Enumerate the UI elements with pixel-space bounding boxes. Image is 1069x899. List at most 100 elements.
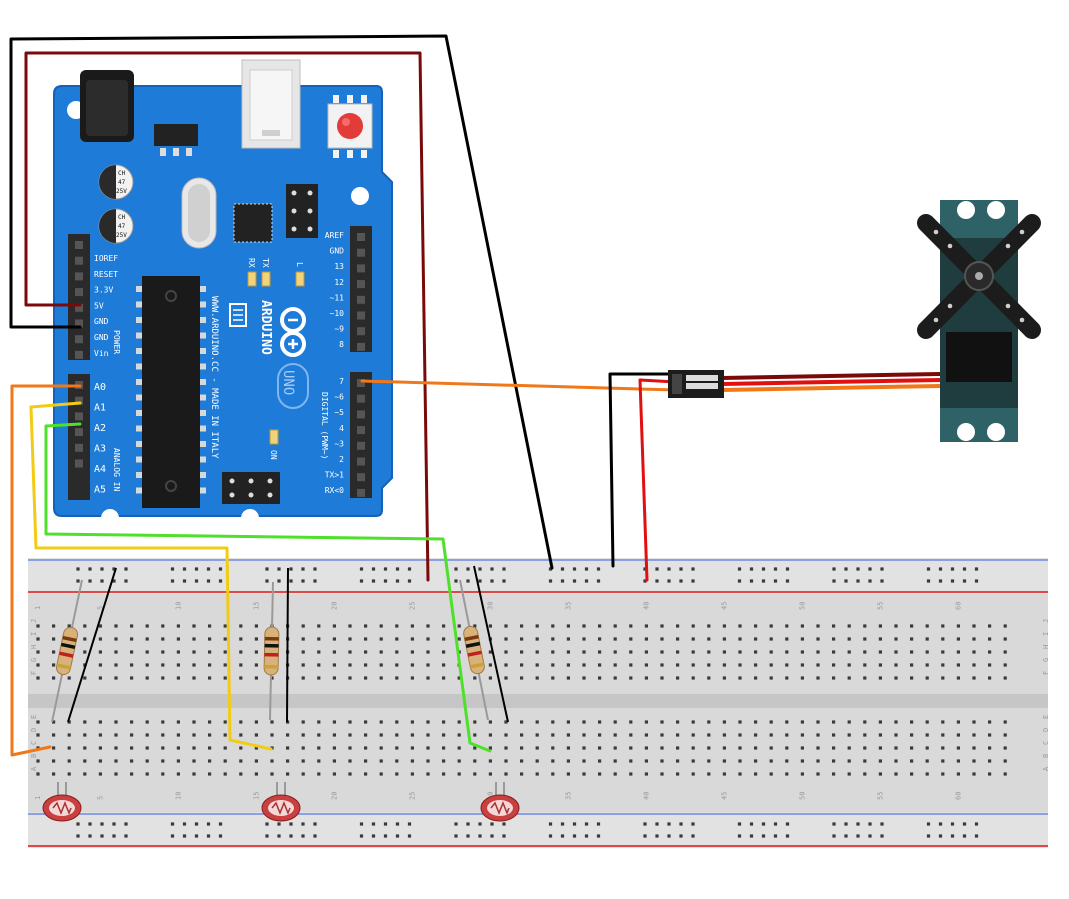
breadboard-hole: [754, 720, 758, 724]
breadboard-hole: [145, 772, 149, 776]
breadboard-hole: [488, 759, 492, 763]
rail-hole: [962, 822, 967, 826]
breadboard-hole: [176, 663, 180, 667]
rail-hole: [124, 579, 128, 583]
breadboard-holes: [36, 567, 1007, 838]
breadboard-hole: [613, 733, 617, 737]
breadboard-hole: [754, 733, 758, 737]
rail-hole: [383, 834, 388, 838]
breadboard-hole: [98, 637, 102, 641]
breadboard-hole: [208, 746, 212, 750]
breadboard-hole: [426, 720, 430, 724]
breadboard-hole: [364, 637, 368, 641]
breadboard-hole: [1003, 746, 1007, 750]
breadboard-hole: [582, 720, 586, 724]
breadboard-hole: [941, 624, 945, 628]
header-pin: [357, 473, 365, 482]
rail-hole: [112, 822, 116, 826]
breadboard-hole: [161, 720, 165, 724]
breadboard-hole: [972, 663, 976, 667]
rail-hole: [926, 567, 931, 571]
rail-hole: [76, 567, 80, 571]
breadboard-hole: [738, 733, 742, 737]
breadboard-hole: [192, 720, 196, 724]
breadboard-hole: [722, 624, 726, 628]
breadboard-hole: [847, 637, 851, 641]
analog-pin-label: A3: [94, 444, 106, 455]
breadboard-hole: [551, 624, 555, 628]
power-pin-label: GND: [94, 317, 109, 326]
breadboard-hole: [847, 720, 851, 724]
breadboard-hole: [161, 746, 165, 750]
breadboard-hole: [426, 663, 430, 667]
rail-hole: [301, 822, 305, 826]
wires: [9, 34, 678, 757]
rail-hole: [466, 834, 470, 838]
breadboard-hole: [395, 676, 399, 680]
horn-hole: [947, 303, 953, 309]
chip-pins: [136, 286, 206, 494]
breadboard-hole: [878, 676, 882, 680]
breadboard-hole: [270, 772, 274, 776]
breadboard-hole: [644, 663, 648, 667]
breadboard-hole: [36, 733, 40, 737]
rail-hole: [359, 822, 364, 826]
breadboard-hole: [114, 624, 118, 628]
breadboard-hole: [769, 650, 773, 654]
header-pin: [357, 441, 365, 450]
breadboard-hole: [613, 759, 617, 763]
wire-5v-to-rail: [24, 51, 430, 582]
breadboard-hole: [863, 650, 867, 654]
voltage-regulator: [154, 124, 198, 156]
breadboard-hole: [910, 663, 914, 667]
rail-hole: [88, 834, 92, 838]
rail-hole: [76, 834, 80, 838]
breadboard-hole: [36, 624, 40, 628]
chip-pin: [200, 487, 206, 494]
chip-pin: [200, 332, 206, 339]
breadboard-hole: [660, 676, 664, 680]
breadboard-hole: [629, 637, 633, 641]
breadboard-hole: [972, 720, 976, 724]
breadboard-hole: [239, 650, 243, 654]
breadboard-hole: [1003, 759, 1007, 763]
led-label-l: L: [295, 262, 304, 267]
rail-hole: [407, 567, 412, 571]
header-pin: [75, 428, 83, 437]
breadboard-hole: [1003, 772, 1007, 776]
breadboard-hole: [457, 637, 461, 641]
rail-hole: [265, 834, 269, 838]
breadboard-hole: [660, 650, 664, 654]
breadboard-hole: [551, 772, 555, 776]
breadboard-hole: [925, 733, 929, 737]
breadboard-hole: [208, 624, 212, 628]
breadboard-hole: [941, 663, 945, 667]
column-number: 10: [174, 602, 182, 610]
breadboard-hole: [629, 733, 633, 737]
rail-hole: [218, 567, 223, 571]
breadboard-hole: [208, 759, 212, 763]
header-pins: [75, 233, 365, 497]
breadboard-hole: [847, 746, 851, 750]
breadboard-hole: [457, 720, 461, 724]
resistor-band: [264, 652, 279, 657]
rail-hole: [313, 579, 317, 583]
breadboard-hole: [192, 650, 196, 654]
breadboard-hole: [161, 759, 165, 763]
row-letter: B: [30, 754, 38, 758]
breadboard-hole: [816, 624, 820, 628]
chip-pin: [200, 425, 206, 432]
breadboard-hole: [348, 624, 352, 628]
column-number: 45: [720, 792, 728, 800]
breadboard-hole: [301, 637, 305, 641]
digital-pin-label: GND: [330, 247, 345, 256]
rail-hole: [407, 834, 412, 838]
rail-hole: [974, 834, 979, 838]
header-pin: [75, 241, 83, 249]
board-website: WWW.ARDUINO.CC - MADE IN ITALY: [209, 296, 219, 459]
breadboard-hole: [83, 676, 87, 680]
breadboard-hole: [223, 676, 227, 680]
resistor-body: [263, 626, 280, 676]
breadboard-hole: [613, 637, 617, 641]
breadboard-hole: [988, 746, 992, 750]
